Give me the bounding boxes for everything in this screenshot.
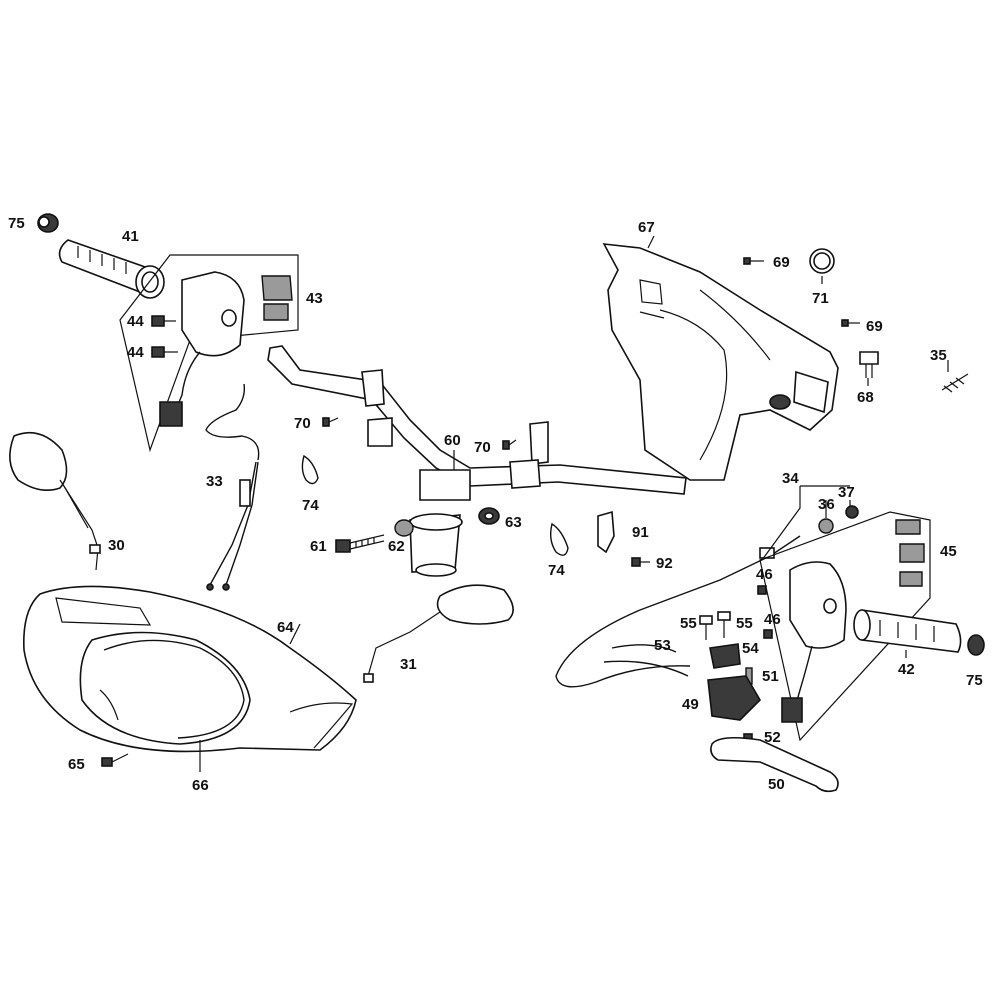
label-74-left: 74 xyxy=(302,497,319,514)
label-92: 92 xyxy=(656,555,673,572)
throttle-grip-left xyxy=(58,239,165,299)
screw-44-upper xyxy=(151,315,176,327)
collar-62 xyxy=(394,519,414,537)
label-69-lower: 69 xyxy=(866,318,883,335)
label-67: 67 xyxy=(638,219,655,236)
label-46-upper: 46 xyxy=(756,566,773,583)
label-71: 71 xyxy=(812,290,829,307)
label-34: 34 xyxy=(782,470,799,487)
label-31: 31 xyxy=(400,656,417,673)
label-37: 37 xyxy=(838,484,855,501)
switch-housing-right xyxy=(759,511,931,742)
label-36: 36 xyxy=(818,496,835,513)
label-55-left: 55 xyxy=(680,615,697,632)
handlebar-tube xyxy=(267,345,687,577)
label-51: 51 xyxy=(762,668,779,685)
label-44-lower: 44 xyxy=(127,344,144,361)
label-70-right: 70 xyxy=(474,439,491,456)
bushing-37 xyxy=(845,505,859,519)
screw-69-upper xyxy=(743,257,764,265)
switch-housing-left xyxy=(119,254,299,453)
screw-46-upper xyxy=(757,585,767,595)
washer-71 xyxy=(809,248,835,274)
grip-right xyxy=(853,609,962,653)
label-30: 30 xyxy=(108,537,125,554)
label-54: 54 xyxy=(742,640,759,657)
bolt-55-right xyxy=(717,611,731,638)
label-49: 49 xyxy=(682,696,699,713)
label-62: 62 xyxy=(388,538,405,555)
mirror-right xyxy=(363,584,514,683)
label-35: 35 xyxy=(930,347,947,364)
screw-70-left xyxy=(322,417,339,427)
screw-70-right xyxy=(502,439,517,450)
label-44-upper: 44 xyxy=(127,313,144,330)
label-33: 33 xyxy=(206,473,223,490)
grip-end-cap-right xyxy=(967,634,985,656)
clamp-54 xyxy=(709,643,741,669)
label-69-upper: 69 xyxy=(773,254,790,271)
front-handlebar-cover xyxy=(602,243,839,481)
screw-46-lower xyxy=(763,629,773,639)
throttle-cable xyxy=(205,383,260,591)
spring-35 xyxy=(941,373,969,393)
bolt-55-left xyxy=(699,615,713,640)
label-66: 66 xyxy=(192,777,209,794)
label-55-right: 55 xyxy=(736,615,753,632)
clip-74-left xyxy=(301,454,319,485)
label-45: 45 xyxy=(940,543,957,560)
label-50: 50 xyxy=(768,776,785,793)
label-53: 53 xyxy=(654,637,671,654)
label-61: 61 xyxy=(310,538,327,555)
label-70-left: 70 xyxy=(294,415,311,432)
bracket-91 xyxy=(597,510,615,554)
label-91: 91 xyxy=(632,524,649,541)
label-64: 64 xyxy=(277,619,294,636)
label-42: 42 xyxy=(898,661,915,678)
screw-65 xyxy=(101,753,129,767)
leader-lines xyxy=(199,235,949,772)
mirror-left xyxy=(9,431,101,571)
label-52: 52 xyxy=(764,729,781,746)
label-63: 63 xyxy=(505,514,522,531)
clip-74-right xyxy=(549,522,569,556)
label-75-right: 75 xyxy=(966,672,983,689)
nut-63 xyxy=(478,507,500,525)
label-46-lower: 46 xyxy=(764,611,781,628)
master-cylinder-49 xyxy=(707,675,762,721)
screw-92 xyxy=(631,557,650,567)
label-75-left: 75 xyxy=(8,215,25,232)
screw-69-lower xyxy=(841,319,860,327)
bolt-68 xyxy=(859,351,879,378)
headlight-cover xyxy=(23,585,357,753)
grip-end-cap-left xyxy=(37,213,59,233)
label-43: 43 xyxy=(306,290,323,307)
label-60: 60 xyxy=(444,432,461,449)
screw-44-lower xyxy=(151,346,178,358)
bushing-36 xyxy=(818,518,834,534)
label-65: 65 xyxy=(68,756,85,773)
label-41: 41 xyxy=(122,228,139,245)
brake-lever-50 xyxy=(710,736,839,793)
label-74-right: 74 xyxy=(548,562,565,579)
bolt-61 xyxy=(335,534,385,553)
label-68: 68 xyxy=(857,389,874,406)
